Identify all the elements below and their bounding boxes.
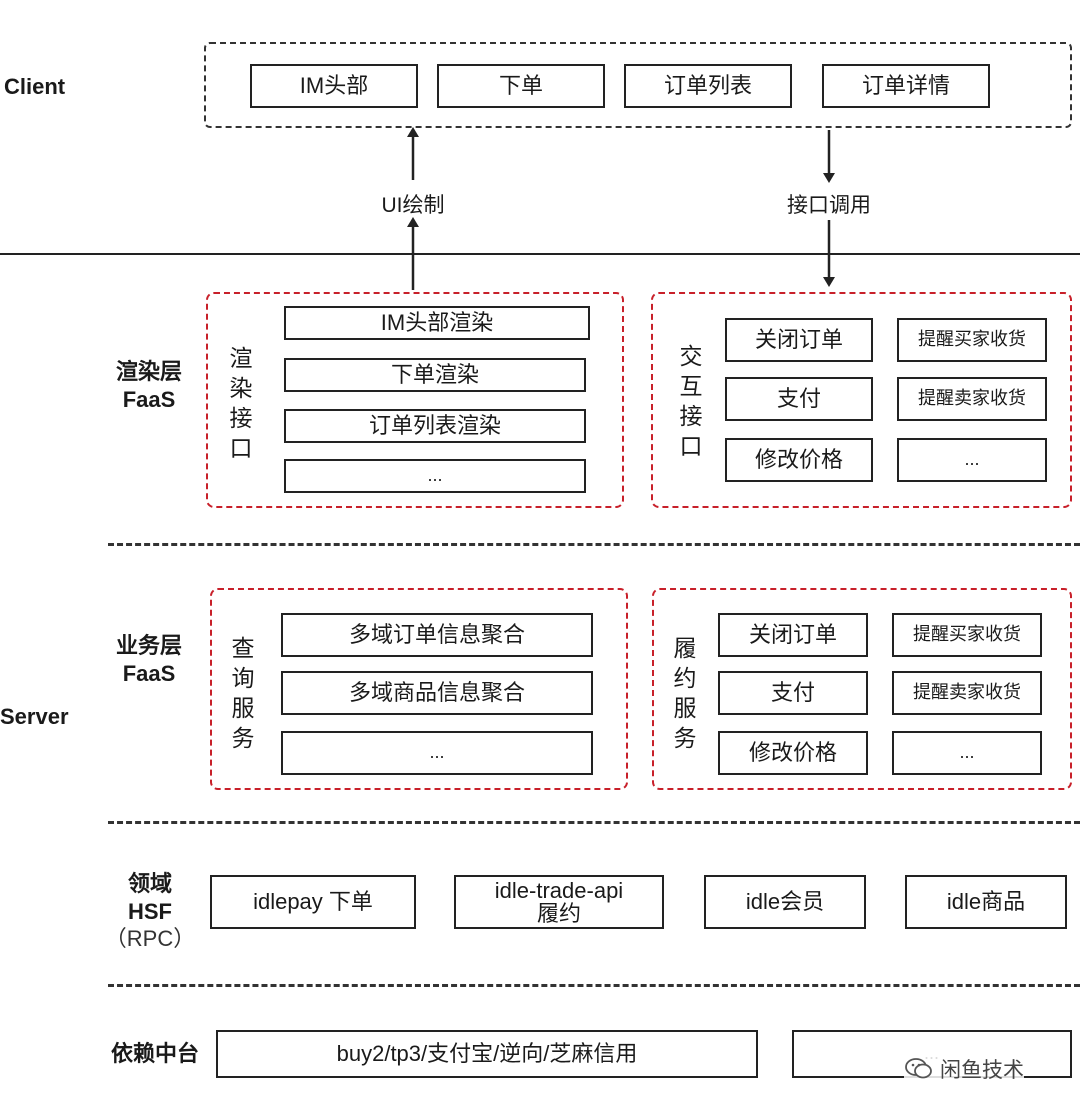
- domain-box-trade-api: idle-trade-api 履约: [454, 875, 664, 929]
- fulfill-box-pay: 支付: [718, 671, 868, 715]
- domain-box-trade-api-line2: 履约: [536, 901, 581, 926]
- domain-box-member: idle会员: [704, 875, 866, 929]
- render-box-more: ...: [284, 459, 586, 493]
- interaction-interface-label-char: 接: [679, 402, 703, 429]
- fulfill-box-close-order: 关闭订单: [718, 613, 868, 657]
- fulfill-box-remind-buyer: 提醒买家收货: [892, 613, 1042, 657]
- fulfill-box-modify-price: 修改价格: [718, 731, 868, 775]
- render-interface-label-char: 接: [229, 404, 253, 431]
- render-interface-label-char: 渲: [229, 345, 253, 371]
- render-business-divider: [108, 543, 1080, 546]
- query-service-label-char: 查: [231, 635, 255, 661]
- arrow-label-api-call: 接口调用: [787, 194, 871, 217]
- business-domain-divider: [108, 821, 1080, 824]
- fulfill-service-container: [652, 588, 1072, 790]
- render-box-im-header: IM头部渲染: [284, 306, 590, 340]
- row-label-domain: 领域 HSF （RPC）: [100, 870, 200, 953]
- row-label-render-line1: 渲染层: [115, 359, 182, 384]
- query-service-label-char: 服: [231, 694, 255, 721]
- query-service-label-char: 询: [231, 664, 255, 691]
- client-box-order-list: 订单列表: [624, 64, 792, 108]
- interaction-box-remind-seller: 提醒卖家收货: [897, 377, 1047, 421]
- watermark-text: 闲鱼技术: [940, 1059, 1024, 1082]
- watermark: 闲鱼技术: [904, 1054, 1024, 1084]
- render-interface-label-char: 染: [229, 374, 253, 401]
- client-box-im-header: IM头部: [250, 64, 418, 108]
- interaction-box-close-order: 关闭订单: [725, 318, 873, 362]
- fulfill-service-label-char: 履: [673, 635, 697, 661]
- arrow-label-ui-draw: UI绘制: [381, 194, 445, 217]
- row-label-render: 渲染层 FaaS: [104, 358, 194, 413]
- query-box-goods-aggregation: 多域商品信息聚合: [281, 671, 593, 715]
- query-service-container: [210, 588, 628, 790]
- row-label-server: Server: [0, 704, 69, 729]
- interaction-interface-label-char: 口: [679, 432, 703, 459]
- render-box-order-list: 订单列表渲染: [284, 409, 586, 443]
- interaction-box-remind-buyer: 提醒买家收货: [897, 318, 1047, 362]
- row-label-render-line2: FaaS: [122, 386, 176, 412]
- render-box-place-order: 下单渲染: [284, 358, 586, 392]
- fulfill-box-remind-seller: 提醒卖家收货: [892, 671, 1042, 715]
- fulfill-service-label-char: 务: [673, 724, 697, 751]
- interaction-box-more: ...: [897, 438, 1047, 482]
- row-label-business-line1: 业务层: [115, 633, 182, 658]
- row-label-client: Client: [4, 74, 66, 99]
- fulfill-service-label-char: 服: [673, 694, 697, 721]
- domain-platform-divider: [108, 984, 1080, 987]
- query-service-label-char: 务: [231, 724, 255, 751]
- render-interface-container: [206, 292, 624, 508]
- platform-box-dependencies: buy2/tp3/支付宝/逆向/芝麻信用: [216, 1030, 758, 1078]
- interaction-interface-label: 交 互 接 口: [676, 342, 706, 462]
- client-server-divider: [0, 253, 1080, 255]
- domain-box-goods: idle商品: [905, 875, 1067, 929]
- query-box-order-aggregation: 多域订单信息聚合: [281, 613, 593, 657]
- client-container: [204, 42, 1072, 128]
- client-box-order-detail: 订单详情: [822, 64, 990, 108]
- interaction-interface-label-char: 交: [679, 343, 703, 369]
- domain-box-idlepay: idlepay 下单: [210, 875, 416, 929]
- fulfill-service-label-char: 约: [673, 664, 697, 691]
- fulfill-box-more: ...: [892, 731, 1042, 775]
- render-interface-label: 渲 染 接 口: [226, 344, 256, 464]
- interaction-box-pay: 支付: [725, 377, 873, 421]
- query-service-label: 查 询 服 务: [228, 634, 258, 754]
- row-label-platform: 依赖中台: [110, 1041, 199, 1066]
- row-label-business: 业务层 FaaS: [104, 632, 194, 687]
- client-box-place-order: 下单: [437, 64, 605, 108]
- interaction-interface-container: [651, 292, 1072, 508]
- row-label-domain-rpc: （RPC）: [104, 926, 196, 951]
- domain-box-trade-api-line1: idle-trade-api: [494, 877, 624, 903]
- query-box-more: ...: [281, 731, 593, 775]
- row-label-domain-line1: 领域: [127, 871, 172, 896]
- interaction-interface-label-char: 互: [679, 372, 703, 399]
- row-label-domain-line2: HSF: [128, 898, 172, 924]
- wechat-icon: [905, 1058, 932, 1079]
- row-label-business-line2: FaaS: [122, 660, 176, 686]
- render-interface-label-char: 口: [229, 434, 253, 461]
- interaction-box-modify-price: 修改价格: [725, 438, 873, 482]
- fulfill-service-label: 履 约 服 务: [670, 634, 700, 754]
